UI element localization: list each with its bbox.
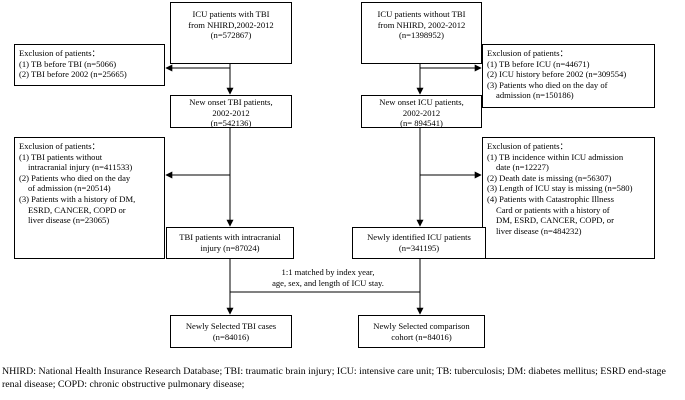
tbi-selected-line-1: Newly Selected TBI cases xyxy=(185,321,277,331)
tbi-new-onset-box: New onset TBI patients, 2002-2012 (n=542… xyxy=(170,95,292,128)
icu-exclusion2-item-4-line-3: DM, ESRD, CANCER, COPD, or xyxy=(496,215,614,226)
icu-new-onset-line-2: 2002-2012 xyxy=(402,107,441,118)
icu-exclusion2-item-1-line-1: (1) TB incidence within ICU admission xyxy=(487,151,624,162)
matching-note-line-2: age, sex, and length of ICU stay. xyxy=(272,277,384,288)
icu-exclusion2-title: Exclusion of patients： xyxy=(487,141,569,151)
icu-exclusion1-item-1: (1) TB before ICU (n=44671) xyxy=(487,58,590,69)
tbi-start-line-3: (n=572867) xyxy=(210,30,252,41)
tbi-exclusion1-item-2: (2) TBI before 2002 (n=25665) xyxy=(19,69,127,80)
icu-new-onset-line-3: (n= 894541) xyxy=(400,118,443,129)
icu-exclusion2-item-4-line-1: (4) Patients with Catastrophic Illness xyxy=(487,193,614,204)
icu-exclusion2-item-3: (3) Length of ICU stay is missing (n=580… xyxy=(487,183,633,194)
tbi-intracranial-box: TBI patients with intracranial injury (n… xyxy=(166,227,294,259)
matching-note: 1:1 matched by index year, age, sex, and… xyxy=(248,267,408,288)
tbi-intracranial-line-2: injury (n=87024) xyxy=(200,242,260,253)
icu-exclusion2-item-4-line-2: Card or patients with a history of xyxy=(496,204,610,215)
tbi-start-line-1: ICU patients with TBI xyxy=(192,9,270,19)
icu-identified-line-2: (n=341195) xyxy=(398,242,440,253)
abbreviations-footnote: NHIRD: National Health Insurance Researc… xyxy=(2,366,666,390)
tbi-new-onset-line-1: New onset TBI patients, xyxy=(189,97,273,107)
tbi-exclusion2-title: Exclusion of patients： xyxy=(19,141,101,151)
tbi-exclusion1-item-1: (1) TB before TBI (n=5066) xyxy=(19,58,117,69)
icu-exclusion2-item-1-line-2: date (n=12227) xyxy=(496,162,549,173)
icu-selected-line-1: Newly Selected comparison xyxy=(373,321,470,331)
tbi-exclusion2-item-1-line-1: (1) TBI patients without xyxy=(19,151,103,162)
tbi-selected-box: Newly Selected TBI cases (n=84016) xyxy=(170,315,292,348)
icu-identified-box: Newly identified ICU patients (n=341195) xyxy=(352,227,486,259)
tbi-exclusion2-item-1-line-2: intracranial injury (n=411533) xyxy=(28,162,133,173)
tbi-start-box: ICU patients with TBI from NHIRD,2002-20… xyxy=(170,2,292,64)
tbi-exclusion2-item-3-line-2: ESRD, CANCER, COPD or xyxy=(28,204,126,215)
icu-start-line-1: ICU patients without TBI xyxy=(377,9,466,19)
matching-note-line-1: 1:1 matched by index year, xyxy=(281,267,375,277)
tbi-exclusion2-box: Exclusion of patients： (1) TBI patients … xyxy=(14,137,165,259)
tbi-exclusion2-item-2-line-2: of admission (n=20514) xyxy=(28,183,111,194)
icu-identified-line-1: Newly identified ICU patients xyxy=(367,232,471,242)
icu-exclusion1-title: Exclusion of patients： xyxy=(487,48,569,58)
icu-exclusion2-item-2: (2) Death date is missing (n=56307) xyxy=(487,172,612,183)
tbi-new-onset-line-3: (n=542136) xyxy=(210,118,252,129)
icu-exclusion1-item-2: (2) ICU history before 2002 (n=309554) xyxy=(487,69,627,80)
icu-selected-box: Newly Selected comparison cohort (n=8401… xyxy=(358,315,485,348)
icu-exclusion2-item-4-line-4: liver disease (n=484232) xyxy=(496,225,582,236)
tbi-exclusion1-box: Exclusion of patients： (1) TB before TBI… xyxy=(14,44,165,86)
icu-new-onset-box: New onset ICU patients, 2002-2012 (n= 89… xyxy=(361,95,482,128)
icu-start-line-3: (n=1398952) xyxy=(399,30,444,41)
icu-exclusion1-box: Exclusion of patients： (1) TB before ICU… xyxy=(482,44,655,108)
tbi-exclusion2-item-3-line-3: liver disease (n=23065) xyxy=(28,215,110,226)
tbi-intracranial-line-1: TBI patients with intracranial xyxy=(179,232,281,242)
tbi-exclusion1-title: Exclusion of patients： xyxy=(19,48,101,58)
icu-new-onset-line-1: New onset ICU patients, xyxy=(379,97,464,107)
icu-exclusion1-item-3-line-2: admission (n=150186) xyxy=(496,90,574,101)
tbi-exclusion2-item-3-line-1: (3) Patients with a history of DM, xyxy=(19,193,136,204)
tbi-start-line-2: from NHIRD,2002-2012 xyxy=(188,19,274,30)
tbi-exclusion2-item-2-line-1: (2) Patients who died on the day xyxy=(19,172,131,183)
icu-exclusion1-item-3-line-1: (3) Patients who died on the day of xyxy=(487,79,608,90)
icu-start-line-2: from NHIRD, 2002-2012 xyxy=(377,19,466,30)
icu-exclusion2-box: Exclusion of patients： (1) TB incidence … xyxy=(482,137,655,259)
tbi-new-onset-line-2: 2002-2012 xyxy=(212,107,250,118)
icu-selected-line-2: cohort (n=84016) xyxy=(391,331,452,342)
icu-start-box: ICU patients without TBI from NHIRD, 200… xyxy=(361,2,482,64)
tbi-selected-line-2: (n=84016) xyxy=(212,331,250,342)
